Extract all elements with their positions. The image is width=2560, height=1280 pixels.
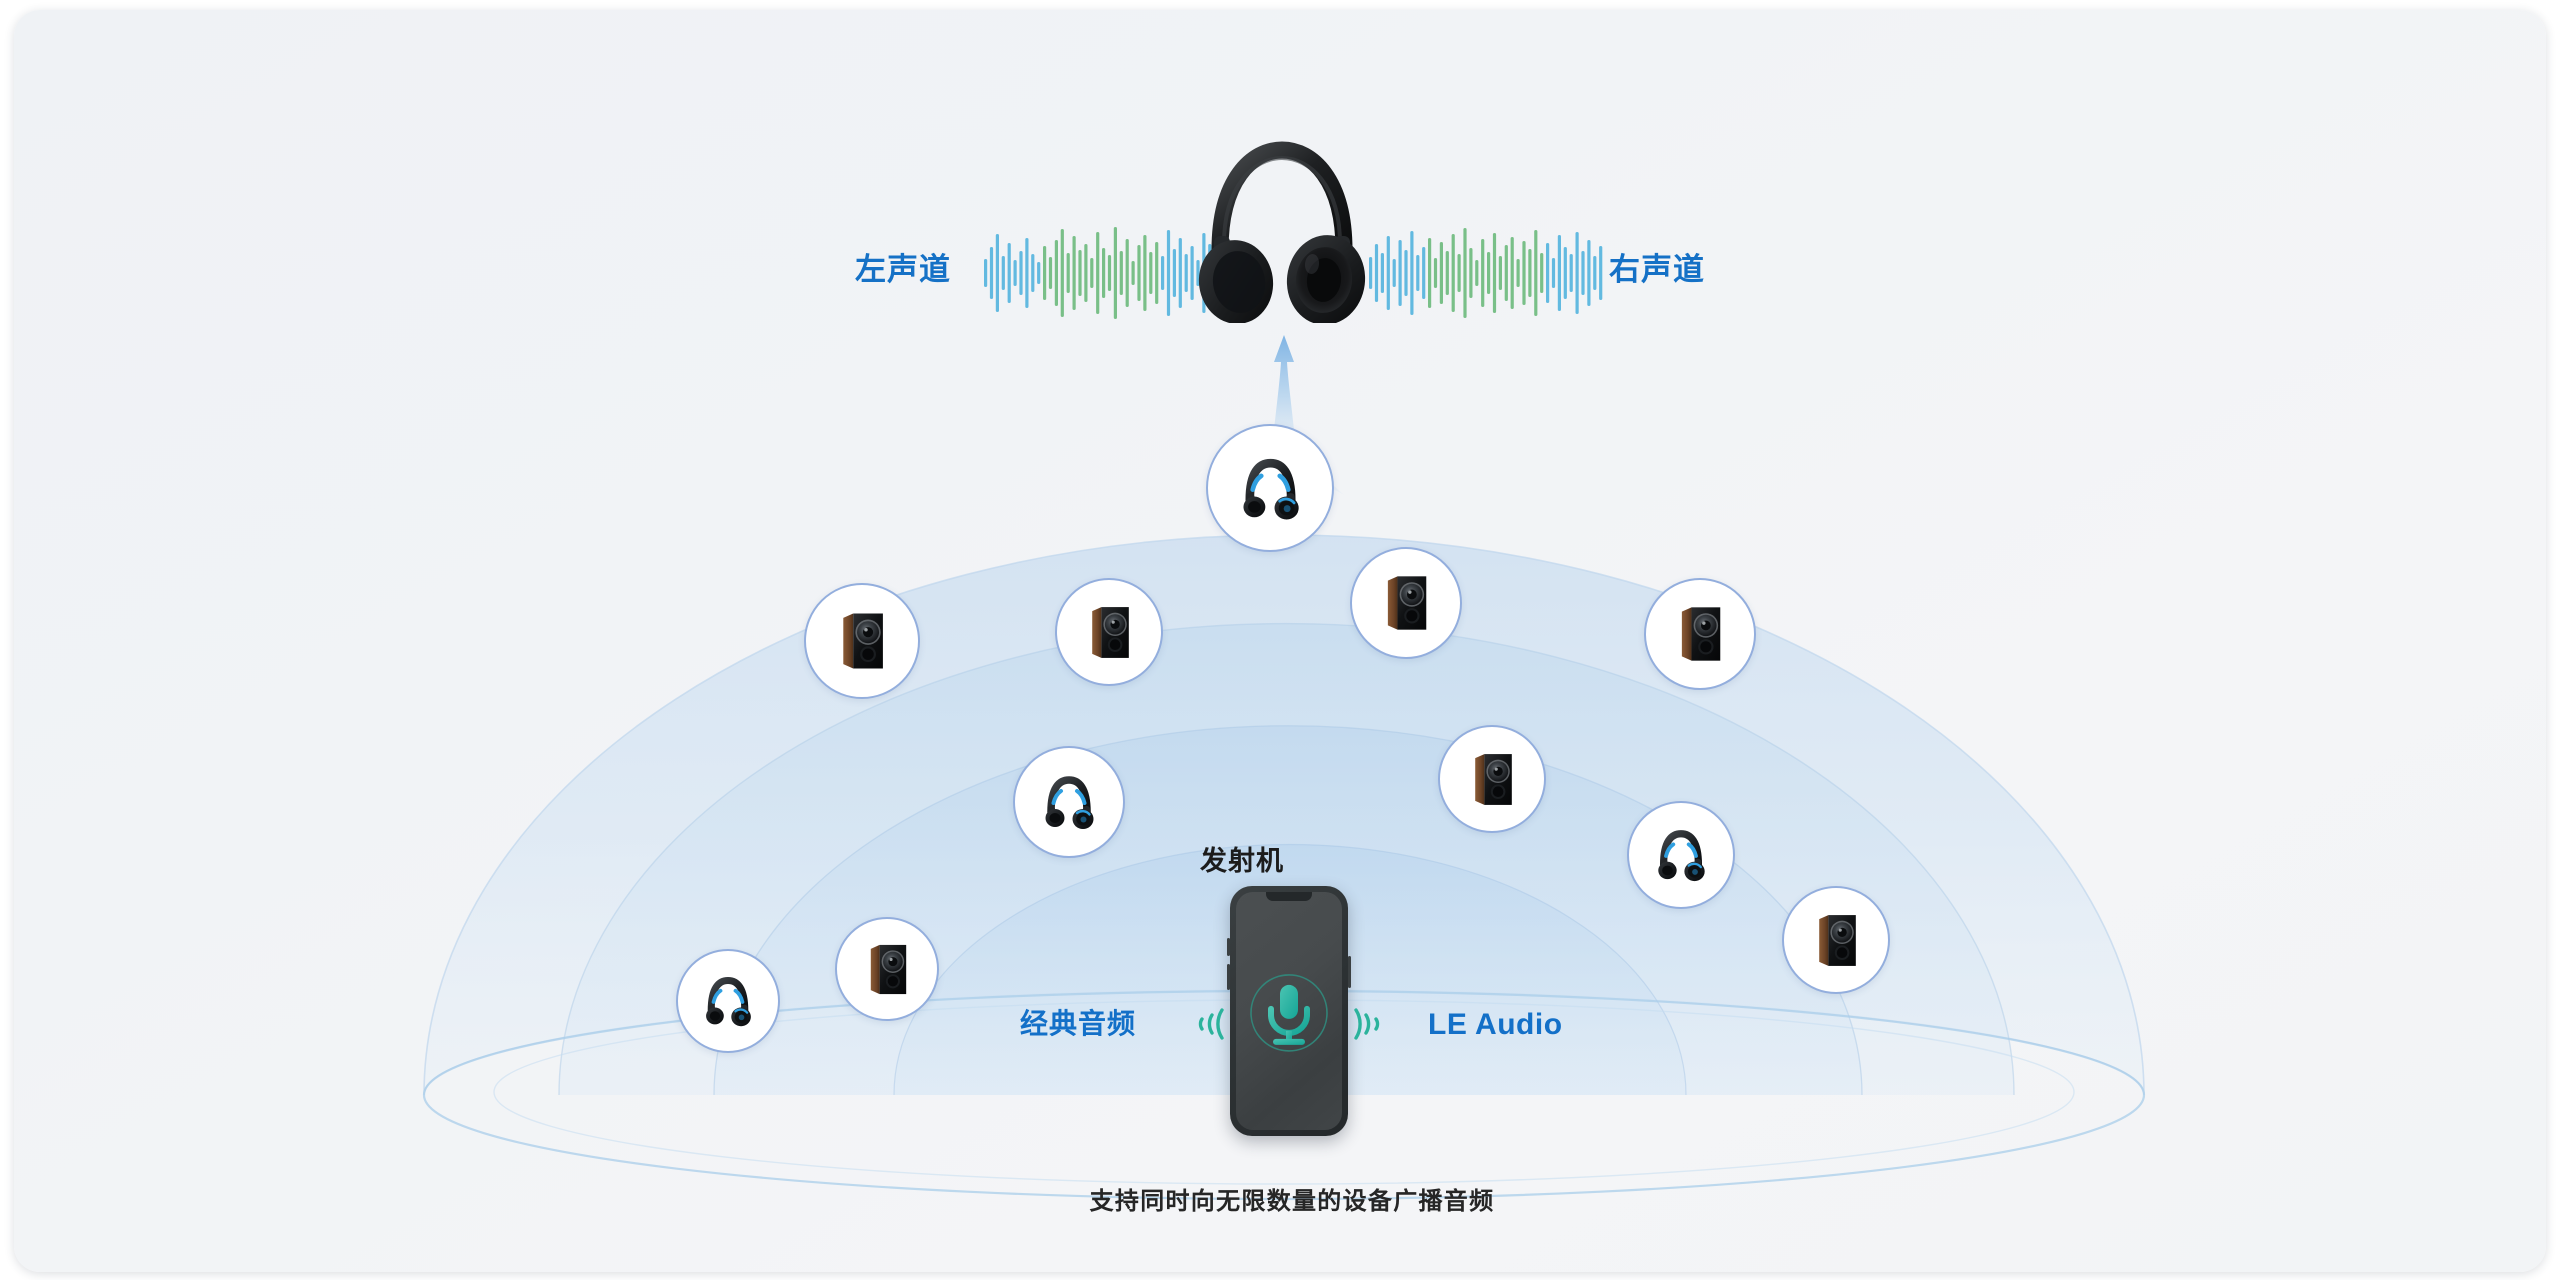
receiver-device-3-speaker[interactable] (1055, 578, 1163, 686)
speaker-icon (1806, 910, 1867, 971)
receiver-device-1-headphone[interactable] (1206, 424, 1334, 552)
speaker-icon (1668, 602, 1732, 666)
phone-power-button[interactable] (1348, 956, 1351, 988)
over-ear-headphone-icon (1198, 141, 1366, 323)
microphone-icon[interactable] (1241, 965, 1337, 1061)
speaker-icon (1374, 571, 1438, 635)
right-channel-label: 右声道 (1609, 252, 1705, 287)
receiver-device-5-speaker[interactable] (1644, 578, 1756, 690)
speaker-icon (829, 608, 895, 674)
transmitter-phone[interactable] (1227, 886, 1351, 1136)
phone-screen[interactable] (1236, 892, 1342, 1130)
left-channel-waveform (984, 227, 1218, 319)
diagram-caption: 支持同时向无限数量的设备广播音频 (1089, 1188, 1495, 1215)
transmitter-label: 发射机 (1200, 846, 1284, 876)
receiver-device-9-speaker[interactable] (835, 917, 939, 1021)
phone-volume-down-button[interactable] (1227, 964, 1230, 990)
headphone-icon (700, 973, 756, 1029)
receiver-device-7-speaker[interactable] (1438, 725, 1546, 833)
classic-audio-waves-icon (1198, 1008, 1224, 1040)
classic-audio-label: 经典音频 (1020, 1008, 1137, 1039)
right-channel-waveform (1369, 228, 1603, 318)
receiver-device-10-headphone[interactable] (676, 949, 780, 1053)
receiver-device-4-speaker[interactable] (1350, 547, 1462, 659)
phone-volume-up-button[interactable] (1227, 938, 1230, 956)
le-audio-label: LE Audio (1428, 1008, 1563, 1041)
phone-notch (1266, 892, 1312, 901)
headphone-icon (1652, 826, 1710, 884)
speaker-icon (1079, 602, 1140, 663)
le-audio-waves-icon (1354, 1008, 1380, 1040)
receiver-device-11-speaker[interactable] (1782, 886, 1890, 994)
receiver-device-8-headphone[interactable] (1627, 801, 1735, 909)
receiver-device-2-speaker[interactable] (804, 583, 920, 699)
speaker-icon (1462, 749, 1523, 810)
left-channel-label: 左声道 (855, 252, 951, 287)
speaker-icon (858, 940, 917, 999)
receiver-device-6-headphone[interactable] (1013, 746, 1125, 858)
headphone-icon (1039, 772, 1099, 832)
stereo-waveform-group (984, 227, 1603, 319)
headphone-icon (1236, 454, 1305, 523)
diagram-panel: 左声道 右声道 发射机 经典音频 LE Audio 支持同时向无限数量的设备广播… (14, 10, 2546, 1272)
